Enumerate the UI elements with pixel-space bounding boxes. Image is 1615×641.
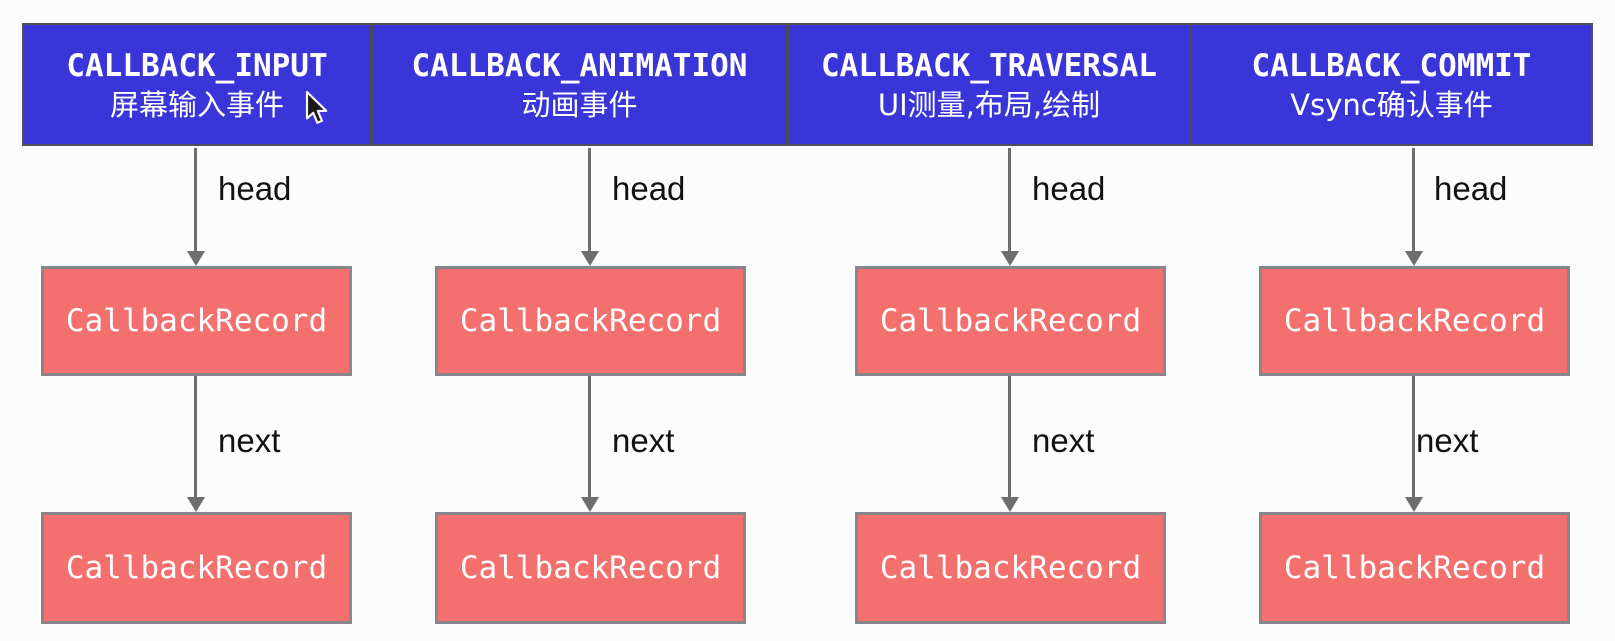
callback-input-title: CALLBACK_INPUT [66,48,328,85]
callback-record-box: CallbackRecord [41,266,352,376]
next-label: next [1416,422,1479,459]
callback-record-box: CallbackRecord [41,512,352,624]
callback-input-subtitle: 屏幕输入事件 [109,87,284,122]
callback-animation-title: CALLBACK_ANIMATION [411,48,748,85]
mouse-pointer-icon [305,90,328,124]
head-arrow [1008,148,1011,251]
callback-record-box: CallbackRecord [1259,266,1570,376]
head-label: head [1434,170,1508,207]
next-arrow [1412,376,1415,497]
header-cell-callback-animation: CALLBACK_ANIMATION 动画事件 [373,25,789,144]
callback-record-box: CallbackRecord [435,266,746,376]
callback-type-header-bar: CALLBACK_INPUT 屏幕输入事件 CALLBACK_ANIMATION… [22,23,1593,146]
callback-record-box: CallbackRecord [435,512,746,624]
callback-commit-title: CALLBACK_COMMIT [1251,48,1532,85]
callback-record-box: CallbackRecord [855,266,1166,376]
next-label: next [1032,422,1095,459]
head-arrow [588,148,591,251]
header-cell-callback-traversal: CALLBACK_TRAVERSAL UI测量,布局,绘制 [789,25,1192,144]
next-label: next [612,422,675,459]
callback-traversal-subtitle: UI测量,布局,绘制 [877,87,1101,122]
header-cell-callback-input: CALLBACK_INPUT 屏幕输入事件 [24,25,373,144]
callback-record-box: CallbackRecord [855,512,1166,624]
callback-animation-subtitle: 动画事件 [521,87,638,122]
next-label: next [218,422,281,459]
next-arrow [194,376,197,497]
head-label: head [612,170,686,207]
callback-traversal-title: CALLBACK_TRAVERSAL [821,48,1157,85]
next-arrow [588,376,591,497]
callback-commit-subtitle: Vsync确认事件 [1290,87,1493,122]
head-arrow [1412,148,1415,251]
head-label: head [218,170,292,207]
next-arrow [1008,376,1011,497]
header-cell-callback-commit: CALLBACK_COMMIT Vsync确认事件 [1192,25,1591,144]
head-arrow [194,148,197,251]
head-label: head [1032,170,1106,207]
callback-record-box: CallbackRecord [1259,512,1570,624]
